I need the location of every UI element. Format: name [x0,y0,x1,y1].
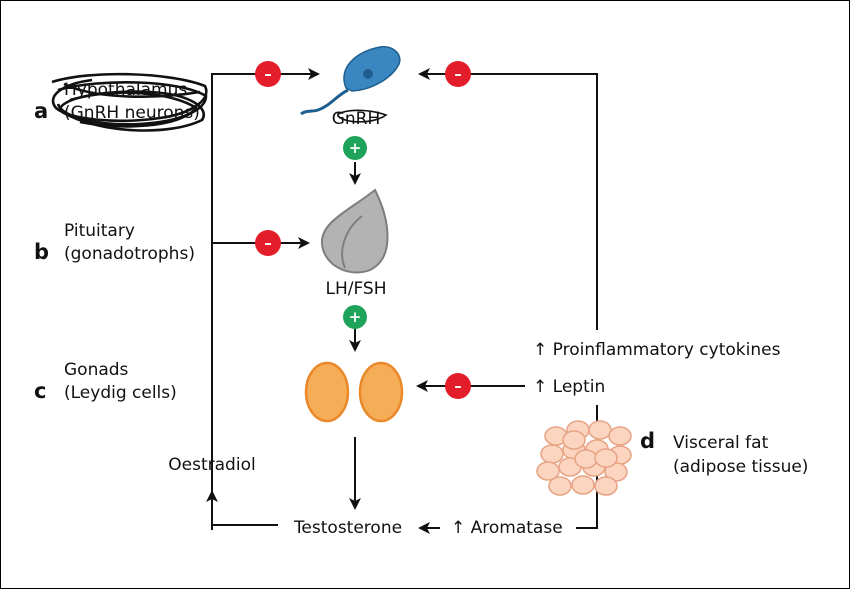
gnrh-label: GnRH [332,109,381,129]
svg-text:–: – [454,377,462,395]
fat-cell [571,475,595,495]
hypothalamus-scribble [51,72,208,132]
gonads-sublabel: (Leydig cells) [64,383,177,403]
oestradiol-to-gnrh-line [211,68,320,530]
leptin-label: ↑ Leptin [533,377,605,397]
testosterone-label: Testosterone [293,518,402,538]
lhfsh-label: LH/FSH [325,279,386,299]
fat-cell [588,420,612,440]
fat-cell [574,449,598,469]
svg-text:–: – [264,65,272,83]
svg-text:–: – [454,65,462,83]
cytokines-label: ↑ Proinflammatory cytokines [533,340,781,360]
label-a-letter: a [34,99,48,123]
aromatase-label: ↑ Aromatase [451,518,563,538]
cytokines-to-gnrh-line [418,68,598,330]
fat-cell [548,476,572,496]
testosterone-to-oestradiol-arrow [206,490,278,526]
visceral-fat-icon [536,420,632,496]
fat-cell [540,444,564,464]
svg-text:+: + [349,308,362,326]
svg-text:+: + [349,139,362,157]
svg-text:–: – [264,234,272,252]
label-c-letter: c [34,379,46,403]
stimulate-sign-lhfsh: + [343,305,367,329]
label-d-letter: d [640,429,655,453]
stimulate-sign-gnrh: + [343,136,367,160]
gnrh-neuron-icon [300,45,401,116]
gonads-icon [304,361,404,423]
inhibit-sign-gnrh-left: – [255,61,281,87]
pituitary-label: Pituitary [64,221,135,241]
gonads-label: Gonads [64,360,129,380]
oestradiol-label: Oestradiol [168,455,255,475]
label-b-letter: b [34,240,49,264]
inhibit-sign-pituitary: – [255,230,281,256]
fat-cell [594,448,618,468]
gnrh-scribble [337,109,388,123]
fat-cell [608,426,632,446]
inhibit-sign-gonads: – [445,373,471,399]
pituitary-gland-icon [320,188,389,274]
visceral-fat-label: Visceral fat [673,433,769,453]
pituitary-sublabel: (gonadotrophs) [64,244,195,264]
visceral-fat-sublabel: (adipose tissue) [673,457,808,477]
fat-cell [594,476,618,496]
fat-cell [562,430,586,450]
fat-cell [536,461,560,481]
inhibit-sign-gnrh-right: – [445,61,471,87]
